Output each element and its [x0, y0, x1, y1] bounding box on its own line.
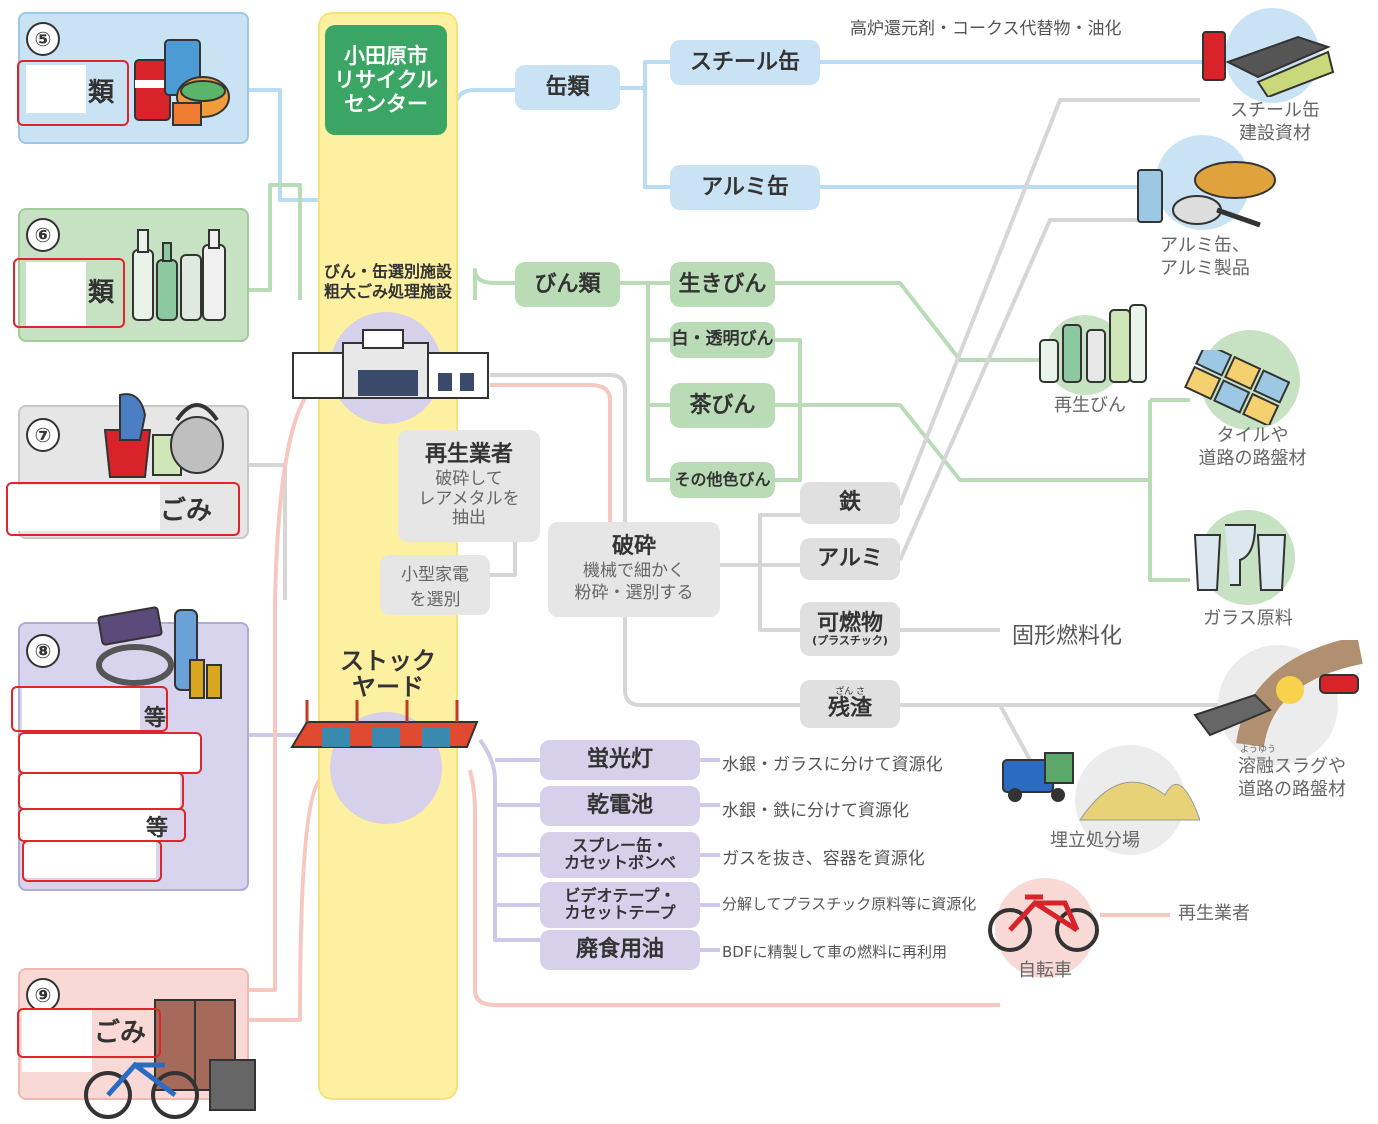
- other-bottle: その他色びん: [670, 462, 775, 498]
- crush-desc: 機械で細かく 粉砕・選別する: [574, 561, 694, 603]
- steel-product-icon: [1202, 31, 1335, 97]
- hazard-note-oil: BDFに精製して車の燃料に再利用: [722, 943, 948, 961]
- cans-group: 缶類: [515, 65, 620, 110]
- answer-blank-8e[interactable]: [22, 840, 162, 882]
- crush-title: 破砕: [611, 534, 656, 560]
- cans-icon: [134, 39, 230, 126]
- glass-icon: [1193, 524, 1287, 591]
- recycler-box: 再生業者 破砕して レアメタルを 抽出: [398, 430, 540, 542]
- answer-blank-8a[interactable]: [11, 686, 168, 732]
- bottles-icon: [132, 229, 226, 321]
- answer-blank-8c[interactable]: [18, 772, 184, 810]
- recycled-bottle-icon: [1039, 304, 1147, 383]
- center-title: 小田原市 リサイクル センター: [325, 25, 447, 135]
- category-number-8: ⑧: [26, 634, 60, 668]
- small-appliance-box: 小型家電 を選別: [380, 555, 490, 615]
- bicycle-output: 自転車: [1018, 960, 1072, 981]
- bulky-items-icon: [84, 999, 256, 1119]
- category-suffix-7: ごみ: [160, 496, 213, 526]
- landfill-truck-icon: [1002, 752, 1200, 821]
- answer-blank-8b[interactable]: [18, 732, 202, 774]
- hazard-oil: 廃食用油: [540, 930, 700, 970]
- category-suffix-5: 類: [88, 78, 115, 108]
- pots-icon: [103, 393, 224, 478]
- category-suffix-6: 類: [88, 278, 115, 308]
- recycler-title: 再生業者: [424, 442, 513, 468]
- glass-output: ガラス原料: [1203, 608, 1293, 629]
- alumi-can: アルミ缶: [670, 165, 820, 210]
- facility-building-icon: [292, 329, 489, 399]
- bicycle-icon: [988, 894, 1099, 952]
- bottles-group: びん類: [515, 262, 620, 307]
- category-number-6: ⑥: [26, 218, 60, 252]
- bicycle-to: 再生業者: [1178, 903, 1250, 924]
- alumi-out: アルミ: [800, 538, 900, 580]
- facility-label: びん・缶選別施設 粗大ごみ処理施設: [323, 262, 452, 301]
- tile-output: タイルや 道路の路盤材: [1198, 425, 1307, 469]
- residue-ruby: ざん さ: [835, 686, 865, 697]
- hazard-note-battery: 水銀・鉄に分けて資源化: [722, 801, 909, 821]
- answer-blank-5[interactable]: [17, 60, 129, 126]
- brown-bottle: 茶びん: [670, 383, 775, 428]
- alumi-output: アルミ缶、 アルミ製品: [1160, 235, 1250, 279]
- hazard-battery: 乾電池: [540, 786, 700, 826]
- answer-blank-7[interactable]: [6, 482, 240, 536]
- landfill-output: 埋立処分場: [1050, 830, 1140, 851]
- burnable-label: 可燃物: [816, 610, 883, 636]
- steel-output: スチール缶 建設資材: [1230, 100, 1320, 144]
- burnable-note: 固形燃料化: [1012, 624, 1123, 649]
- stockyard-label: ストック ヤード: [340, 647, 436, 702]
- crush-box: 破砕 機械で細かく 粉砕・選別する: [548, 522, 720, 617]
- steel-can: スチール缶: [670, 40, 820, 85]
- residue-out: ざん さ 残渣: [800, 680, 900, 728]
- answer-blank-9[interactable]: [17, 1008, 161, 1058]
- category-suffix-8b: 等: [146, 816, 169, 841]
- burnable-out: 可燃物 (プラスチック): [800, 602, 900, 656]
- alumi-product-icon: [1137, 161, 1276, 228]
- iron-out: 鉄: [800, 482, 900, 524]
- slag-road-icon: [1193, 640, 1363, 748]
- hazard-spray: スプレー缶・ カセットボンベ: [540, 832, 700, 878]
- category-number-9: ⑨: [26, 978, 60, 1012]
- residue-label: 残渣: [827, 696, 872, 722]
- recycler-desc: 破砕して レアメタルを 抽出: [418, 469, 520, 529]
- tile-icon: [1184, 350, 1290, 425]
- slag-output: 溶融スラグや 道路の路盤材: [1238, 756, 1346, 800]
- slag-ruby: ようゆう: [1240, 745, 1277, 755]
- answer-blank-6[interactable]: [13, 258, 125, 328]
- bottle-output: 再生びん: [1054, 395, 1126, 416]
- hazard-fluorescent: 蛍光灯: [540, 740, 700, 780]
- stockyard-icon: [290, 700, 479, 748]
- live-bottle: 生きびん: [670, 262, 775, 307]
- category-suffix-8a: 等: [144, 706, 167, 731]
- category-number-7: ⑦: [26, 418, 60, 452]
- hazard-note-tape: 分解してプラスチック原料等に資源化: [722, 895, 977, 913]
- hazard-note-fluorescent: 水銀・ガラスに分けて資源化: [722, 755, 943, 775]
- hazard-items-icon: [96, 606, 222, 699]
- hazard-tape: ビデオテープ・ カセットテープ: [540, 882, 700, 928]
- hazard-note-spray: ガスを抜き、容器を資源化: [722, 849, 925, 869]
- steel-note: 高炉還元剤・コークス代替物・油化: [850, 19, 1122, 39]
- burnable-sub: (プラスチック): [812, 633, 888, 647]
- category-suffix-9: ごみ: [94, 1018, 147, 1048]
- category-number-5: ⑤: [26, 22, 60, 56]
- white-bottle: 白・透明びん: [670, 322, 775, 358]
